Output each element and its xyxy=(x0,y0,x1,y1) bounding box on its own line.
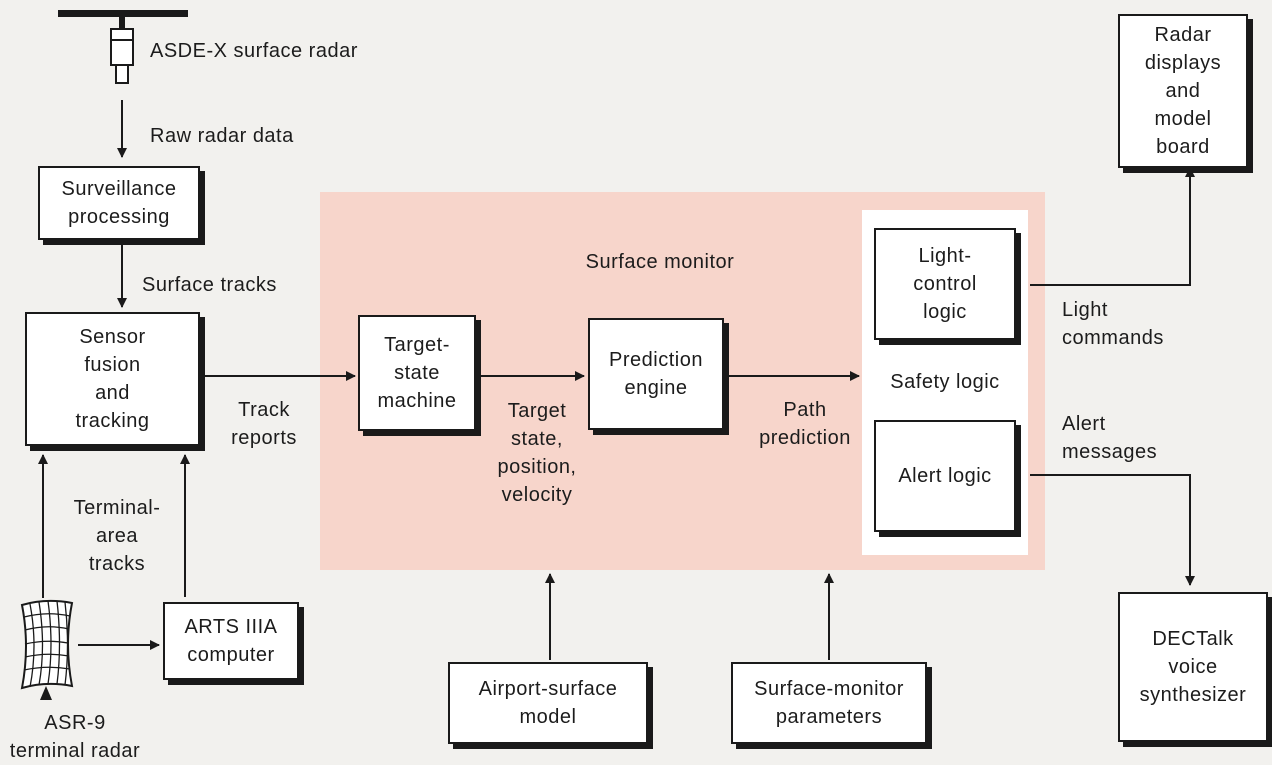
terminal-area-tracks-label: Terminal- area tracks xyxy=(73,497,161,575)
asde-x-antenna-icon xyxy=(58,10,188,84)
track-reports-label: Track reports xyxy=(231,399,297,449)
target-state-machine-box: Target- state machine xyxy=(358,315,476,431)
radar-displays-box: Radar displays and model board xyxy=(1118,14,1248,168)
alert-messages-label: Alert messages xyxy=(1062,413,1158,463)
asr9-radar-icon xyxy=(20,599,74,700)
alert-logic-box: Alert logic xyxy=(874,420,1016,532)
sensor-fusion-box: Sensor fusion and tracking xyxy=(25,312,200,446)
airport-surface-model-box: Airport-surface model xyxy=(448,662,648,744)
target-state-position-velocity-label: Target state, position, velocity xyxy=(497,400,577,506)
arts-iiia-box: ARTS IIIA computer xyxy=(163,602,299,680)
light-commands-label: Light commands xyxy=(1062,299,1164,349)
surface-tracks-label: Surface tracks xyxy=(142,274,277,296)
dectalk-box: DECTalk voice synthesizer xyxy=(1118,592,1268,742)
light-control-logic-box: Light- control logic xyxy=(874,228,1016,340)
surface-monitor-parameters-box: Surface-monitor parameters xyxy=(731,662,927,744)
surveillance-processing-box: Surveillance processing xyxy=(38,166,200,240)
asr9-label: ASR-9 terminal radar xyxy=(9,712,141,762)
prediction-engine-box: Prediction engine xyxy=(588,318,724,430)
path-prediction-label: Path prediction xyxy=(759,399,851,449)
surface-monitor-title: Surface monitor xyxy=(585,251,735,273)
raw-radar-data-label: Raw radar data xyxy=(150,125,294,147)
asde-x-label: ASDE-X surface radar xyxy=(150,40,358,62)
safety-logic-label: Safety logic xyxy=(890,371,1000,393)
